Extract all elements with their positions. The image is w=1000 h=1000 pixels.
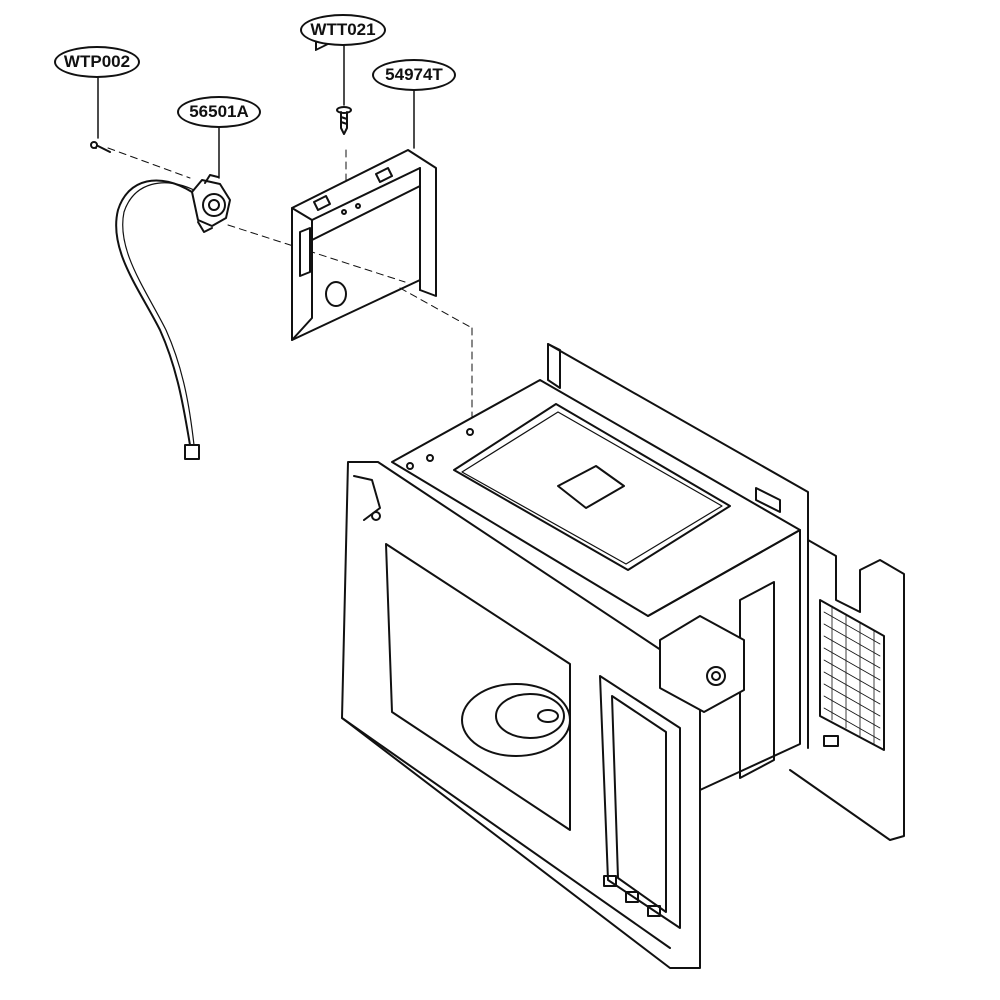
- sensor-56501a: [115, 174, 231, 460]
- assembly-dash-lines: [107, 147, 473, 426]
- part-label-54974t: 54974T: [372, 59, 456, 91]
- bracket-54974t: [291, 34, 437, 341]
- screw-wtt021: [336, 106, 352, 135]
- part-label-wtt021: WTT021: [300, 14, 386, 46]
- part-label-56501a: 56501A: [177, 96, 261, 128]
- screw-wtp002: [90, 141, 111, 153]
- part-label-wtp002: WTP002: [54, 46, 140, 78]
- leader-lines: [97, 45, 415, 179]
- microwave-cavity: [341, 343, 905, 969]
